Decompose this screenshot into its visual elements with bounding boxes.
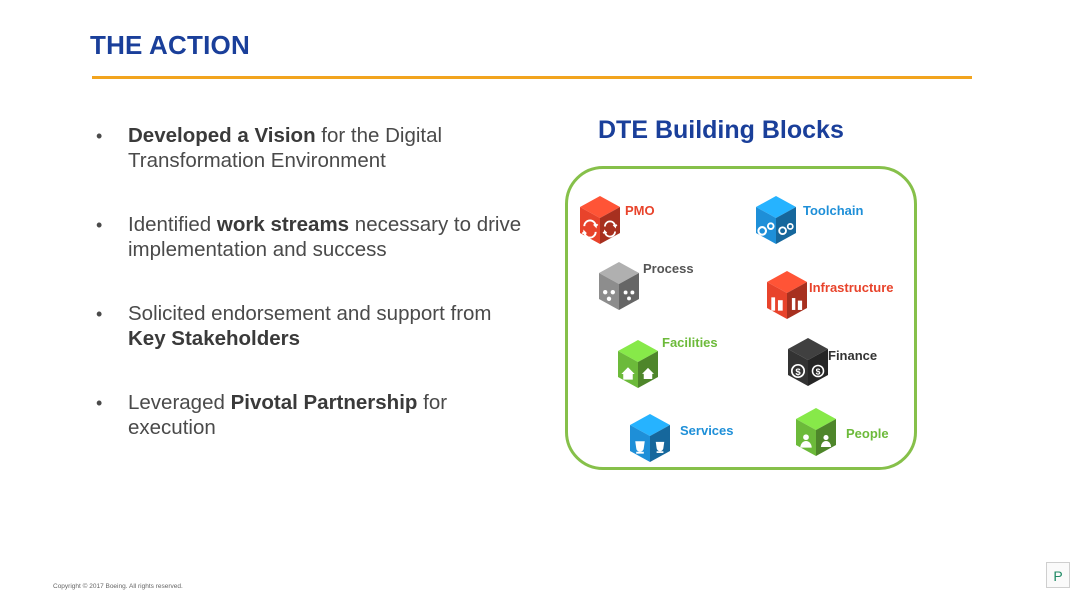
building-block-finance: $$ [784, 336, 832, 388]
bullet-text: Identified [128, 213, 217, 236]
building-block-label: Finance [828, 348, 878, 363]
title-divider [92, 76, 972, 79]
building-block-label: Toolchain [803, 203, 864, 218]
bullet-text: for the Digital Transformation Environme… [128, 124, 443, 172]
server-icon [767, 271, 807, 319]
dollar-icon: $$ [788, 338, 828, 386]
trophy-icon [630, 414, 670, 462]
svg-text:$: $ [816, 366, 821, 376]
building-block-infrastructure [763, 269, 811, 321]
person-icon [796, 408, 836, 456]
arrows-cycle-icon [580, 196, 620, 244]
bullet-dot-icon: • [96, 215, 103, 235]
copyright-text: Copyright © 2017 Boeing. All rights rese… [53, 583, 183, 590]
bullet-text: Leveraged [128, 391, 231, 414]
bullet-text: for execution [128, 391, 448, 439]
building-block-label: People [846, 426, 889, 441]
gears-icon [756, 196, 796, 244]
building-block-process [595, 260, 643, 312]
building-blocks-frame [565, 166, 917, 470]
building-blocks-title: DTE Building Blocks [598, 116, 844, 144]
bullet-item: • Leveraged Pivotal Partnership for exec… [96, 391, 526, 440]
bullet-bold-text: Developed a Vision [128, 124, 316, 147]
bullet-list: • Developed a Vision for the Digital Tra… [96, 124, 526, 480]
building-block-pmo [576, 194, 624, 246]
bullet-dot-icon: • [96, 304, 103, 324]
building-block-label: Services [680, 423, 734, 438]
bullet-text: necessary to drive implementation and su… [128, 213, 522, 261]
bullet-bold-text: Key Stakeholders [128, 326, 301, 350]
building-block-label: Facilities [662, 335, 718, 350]
bullet-item: • Solicited endorsement and support from… [96, 302, 526, 351]
bullet-bold-text: Pivotal Partnership [230, 391, 418, 414]
bullet-dot-icon: • [96, 126, 103, 146]
building-block-toolchain [752, 194, 800, 246]
process-icon [599, 262, 639, 310]
building-block-label: Infrastructure [809, 280, 894, 295]
building-block-services [626, 412, 674, 464]
bullet-item: • Identified work streams necessary to d… [96, 213, 526, 262]
bullet-text: Solicited endorsement and support from [128, 302, 492, 325]
svg-text:$: $ [795, 367, 801, 378]
bullet-dot-icon: • [96, 393, 103, 413]
bullet-bold-text: work streams [216, 213, 350, 236]
building-block-label: PMO [625, 203, 655, 218]
building-block-people [792, 406, 840, 458]
presenter-badge[interactable]: P [1046, 562, 1070, 588]
building-block-facilities [614, 338, 662, 390]
building-block-label: Process [643, 261, 694, 276]
house-icon [618, 340, 658, 388]
bullet-item: • Developed a Vision for the Digital Tra… [96, 124, 526, 173]
page-title: THE ACTION [90, 30, 250, 60]
